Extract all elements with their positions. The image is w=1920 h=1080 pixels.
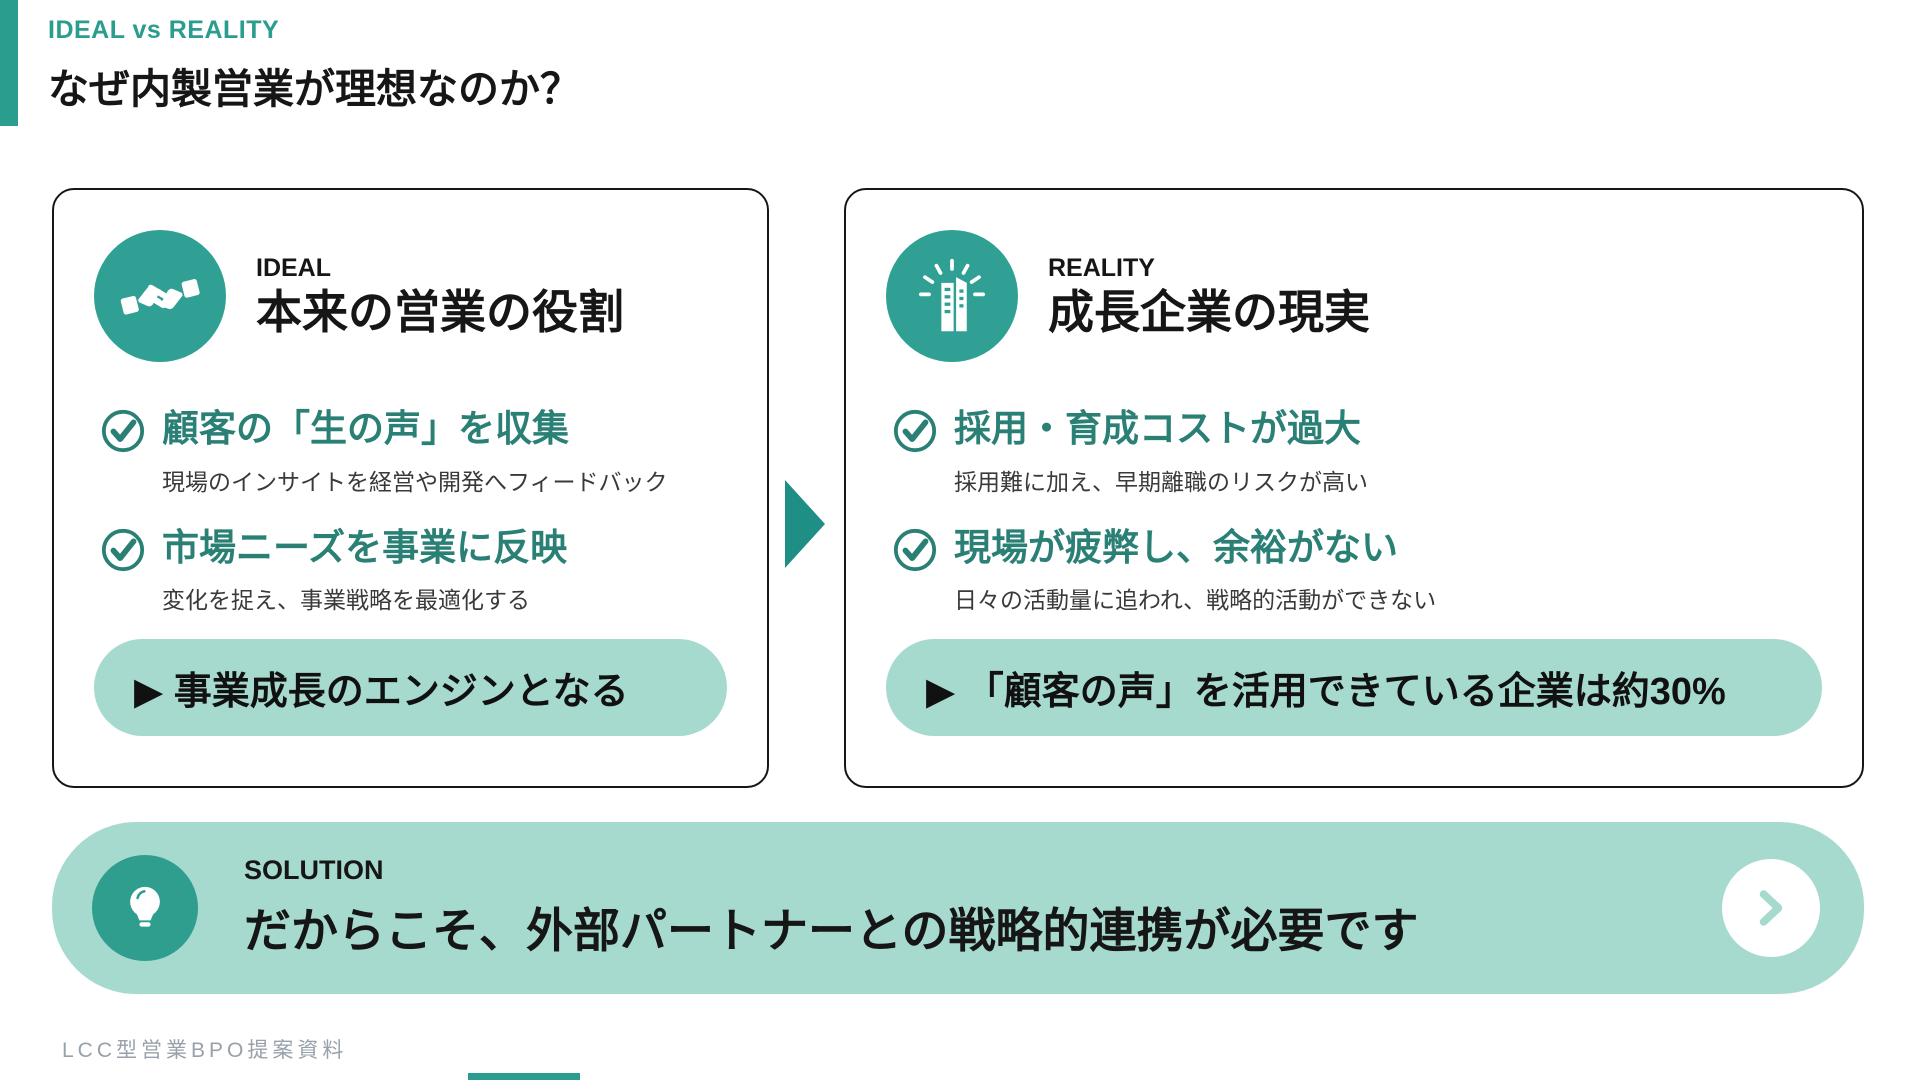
arrow-right-icon (785, 480, 825, 568)
list-item: 市場ニーズを事業に反映 変化を捉え、事業戦略を最適化する (100, 527, 727, 616)
solution-text: SOLUTION だからこそ、外部パートナーとの戦略的連携が必要です (244, 855, 1419, 961)
item-title: 顧客の「生の声」を収集 (162, 408, 569, 449)
check-circle-icon (101, 528, 145, 571)
list-item: 採用・育成コストが過大 採用難に加え、早期離職のリスクが高い (892, 408, 1822, 497)
reality-items: 採用・育成コストが過大 採用難に加え、早期離職のリスクが高い 現場が疲弊し、余裕… (892, 408, 1822, 615)
item-desc: 採用難に加え、早期離職のリスクが高い (954, 468, 1368, 495)
solution-banner: SOLUTION だからこそ、外部パートナーとの戦略的連携が必要です (52, 822, 1864, 994)
item-title: 採用・育成コストが過大 (954, 408, 1361, 449)
ideal-card: IDEAL 本来の営業の役割 顧客の「生の声」を収集 現場のインサイトを経営や開… (52, 188, 769, 788)
item-title: 現場が疲弊し、余裕がない (954, 526, 1398, 568)
ideal-card-label: IDEAL (256, 254, 331, 283)
solution-heading: だからこそ、外部パートナーとの戦略的連携が必要です (244, 904, 1419, 957)
reality-card-heading: 成長企業の現実 (1048, 286, 1370, 339)
building-icon (886, 230, 1018, 362)
chevron-right-icon (1722, 859, 1820, 957)
check-circle-icon (893, 409, 937, 453)
footer-text: LCC型営業BPO提案資料 (62, 1039, 348, 1062)
footer-accent-bar (468, 1073, 580, 1080)
item-desc: 現場のインサイトを経営や開発へフィードバック (162, 468, 668, 495)
handshake-icon (94, 230, 226, 362)
comparison-section: IDEAL 本来の営業の役割 顧客の「生の声」を収集 現場のインサイトを経営や開… (52, 188, 1864, 788)
item-desc: 日々の活動量に追われ、戦略的活動ができない (954, 587, 1437, 614)
check-circle-icon (893, 528, 937, 571)
header-accent-bar (0, 0, 18, 126)
list-item: 顧客の「生の声」を収集 現場のインサイトを経営や開発へフィードバック (100, 408, 727, 497)
lightbulb-icon (92, 855, 198, 961)
item-desc: 変化を捉え、事業戦略を最適化する (162, 587, 530, 614)
header-eyebrow: IDEAL vs REALITY (48, 16, 280, 44)
reality-card: REALITY 成長企業の現実 採用・育成コストが過大 採用難に加え、早期離職の… (844, 188, 1864, 788)
reality-card-header: REALITY 成長企業の現実 (886, 230, 1822, 362)
solution-label: SOLUTION (244, 855, 384, 885)
ideal-card-header: IDEAL 本来の営業の役割 (94, 230, 727, 362)
ideal-items: 顧客の「生の声」を収集 現場のインサイトを経営や開発へフィードバック 市場ニーズ… (100, 408, 727, 615)
item-title: 市場ニーズを事業に反映 (162, 526, 568, 568)
check-circle-icon (101, 409, 145, 453)
reality-card-label: REALITY (1048, 254, 1155, 283)
list-item: 現場が疲弊し、余裕がない 日々の活動量に追われ、戦略的活動ができない (892, 527, 1822, 616)
page-title: なぜ内製営業が理想なのか？ (48, 66, 581, 112)
reality-conclusion-pill: ▶ 「顧客の声」を活用できている企業は約30% (886, 639, 1822, 736)
header: IDEAL vs REALITY なぜ内製営業が理想なのか？ (48, 16, 581, 115)
ideal-conclusion-pill: ▶ 事業成長のエンジンとなる (94, 639, 727, 736)
ideal-card-heading: 本来の営業の役割 (256, 286, 624, 339)
